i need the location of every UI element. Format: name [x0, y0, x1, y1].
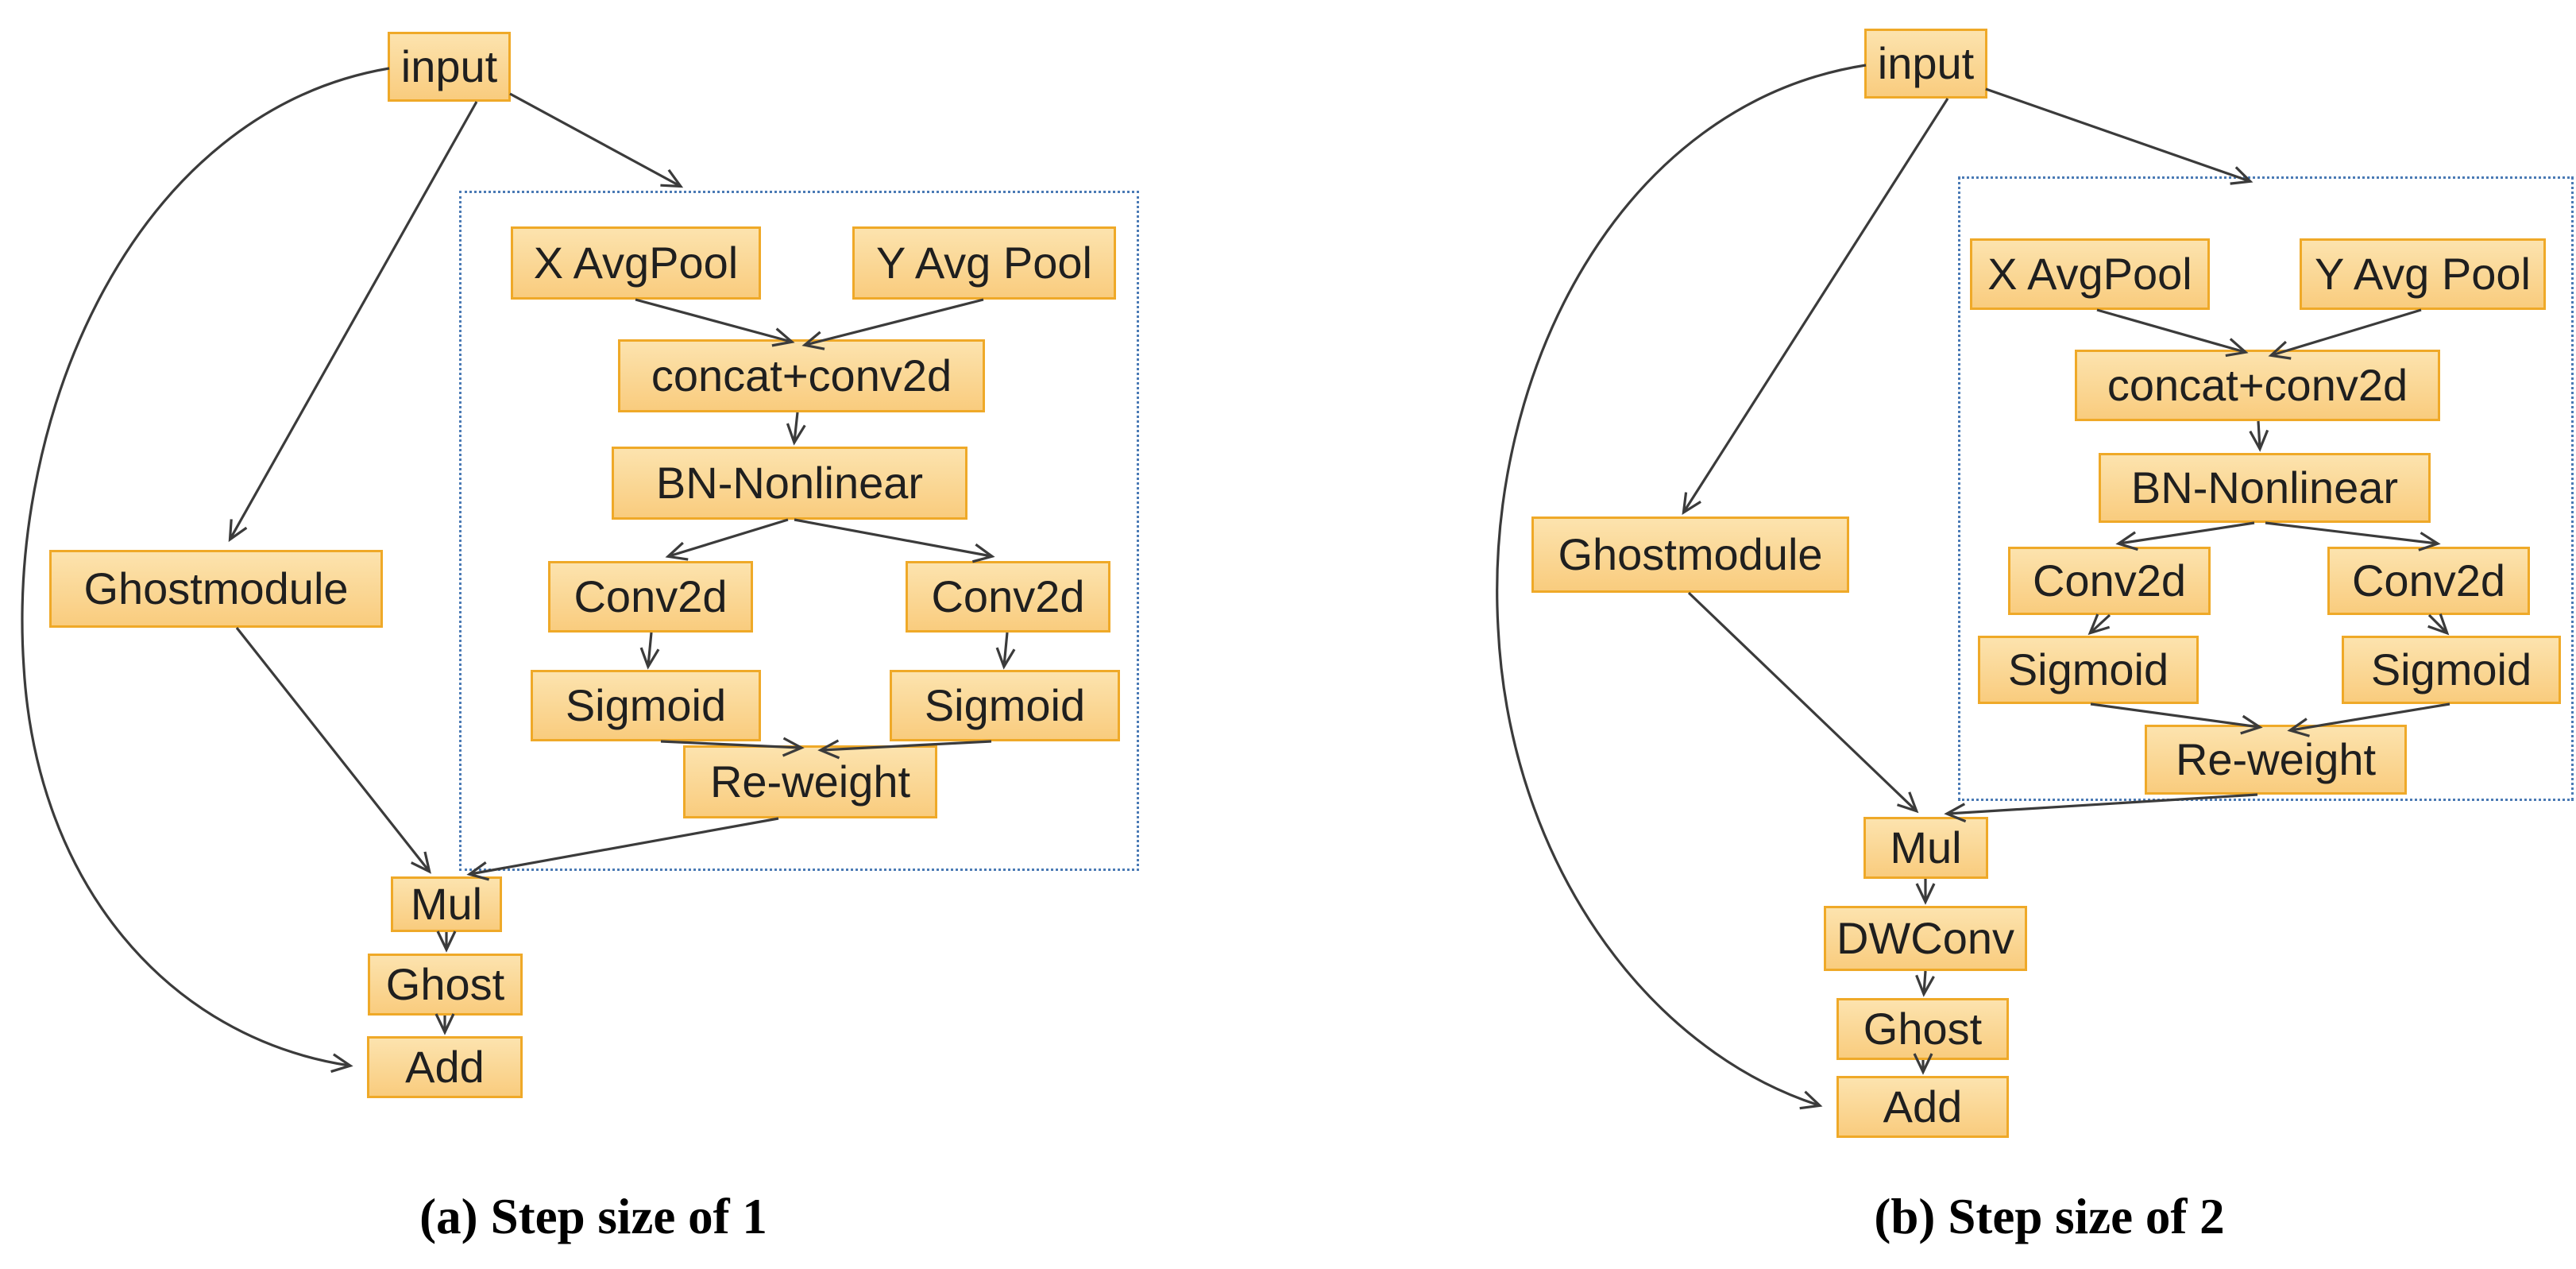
arrow-a-ghostmodule-to-mul — [235, 627, 431, 874]
node-y-avgpool-a: Y Avg Pool — [852, 226, 1116, 300]
arrow-a-input-to-ghostmodule — [228, 101, 478, 543]
arrow-a-input-to-attention-block — [509, 92, 684, 188]
node-mul-b: Mul — [1863, 817, 1988, 879]
attention-block-border-b — [1958, 176, 2574, 801]
arrow-b-input-to-ghostmodule — [1682, 98, 1949, 515]
node-conv2d-right-b: Conv2d — [2327, 547, 2530, 615]
node-bn-nonlinear-b: BN-Nonlinear — [2099, 453, 2431, 523]
arrow-b-dwconv-to-ghost — [1915, 970, 1935, 997]
node-ghost-a: Ghost — [368, 954, 523, 1016]
node-sigmoid-right-a: Sigmoid — [890, 670, 1120, 741]
caption-a-label: (a) — [419, 1189, 478, 1244]
node-ghost-b: Ghost — [1836, 998, 2009, 1060]
caption-a-text: Step size of 1 — [490, 1189, 767, 1244]
node-add-a: Add — [367, 1036, 523, 1098]
node-input-b: input — [1864, 29, 1987, 99]
node-y-avgpool-b: Y Avg Pool — [2300, 238, 2546, 310]
node-ghostmodule-b: Ghostmodule — [1531, 516, 1849, 593]
node-sigmoid-right-b: Sigmoid — [2342, 636, 2561, 704]
node-input-a: input — [388, 32, 511, 102]
node-dwconv-b: DWConv — [1824, 906, 2027, 971]
node-conv2d-left-a: Conv2d — [548, 561, 753, 633]
caption-b-label: (b) — [1874, 1189, 1936, 1244]
node-x-avgpool-a: X AvgPool — [511, 226, 761, 300]
node-sigmoid-left-a: Sigmoid — [531, 670, 761, 741]
node-add-b: Add — [1836, 1076, 2009, 1138]
node-reweight-a: Re-weight — [683, 745, 937, 818]
caption-b: (b)Step size of 2 — [1874, 1188, 2224, 1246]
node-conv2d-left-b: Conv2d — [2008, 547, 2211, 615]
node-ghostmodule-a: Ghostmodule — [49, 550, 383, 628]
node-concat-conv2d-a: concat+conv2d — [618, 339, 985, 412]
arrow-b-input-to-attention-block — [1985, 87, 2254, 185]
node-conv2d-right-a: Conv2d — [906, 561, 1110, 633]
arrow-b-ghostmodule-to-mul — [1687, 591, 1919, 814]
caption-b-text: Step size of 2 — [1948, 1189, 2225, 1244]
node-concat-conv2d-b: concat+conv2d — [2075, 350, 2440, 421]
caption-a: (a)Step size of 1 — [419, 1188, 767, 1246]
node-reweight-b: Re-weight — [2145, 725, 2407, 795]
node-bn-nonlinear-a: BN-Nonlinear — [612, 447, 967, 520]
node-sigmoid-left-b: Sigmoid — [1978, 636, 2199, 704]
node-mul-a: Mul — [391, 876, 502, 932]
node-x-avgpool-b: X AvgPool — [1970, 238, 2210, 310]
